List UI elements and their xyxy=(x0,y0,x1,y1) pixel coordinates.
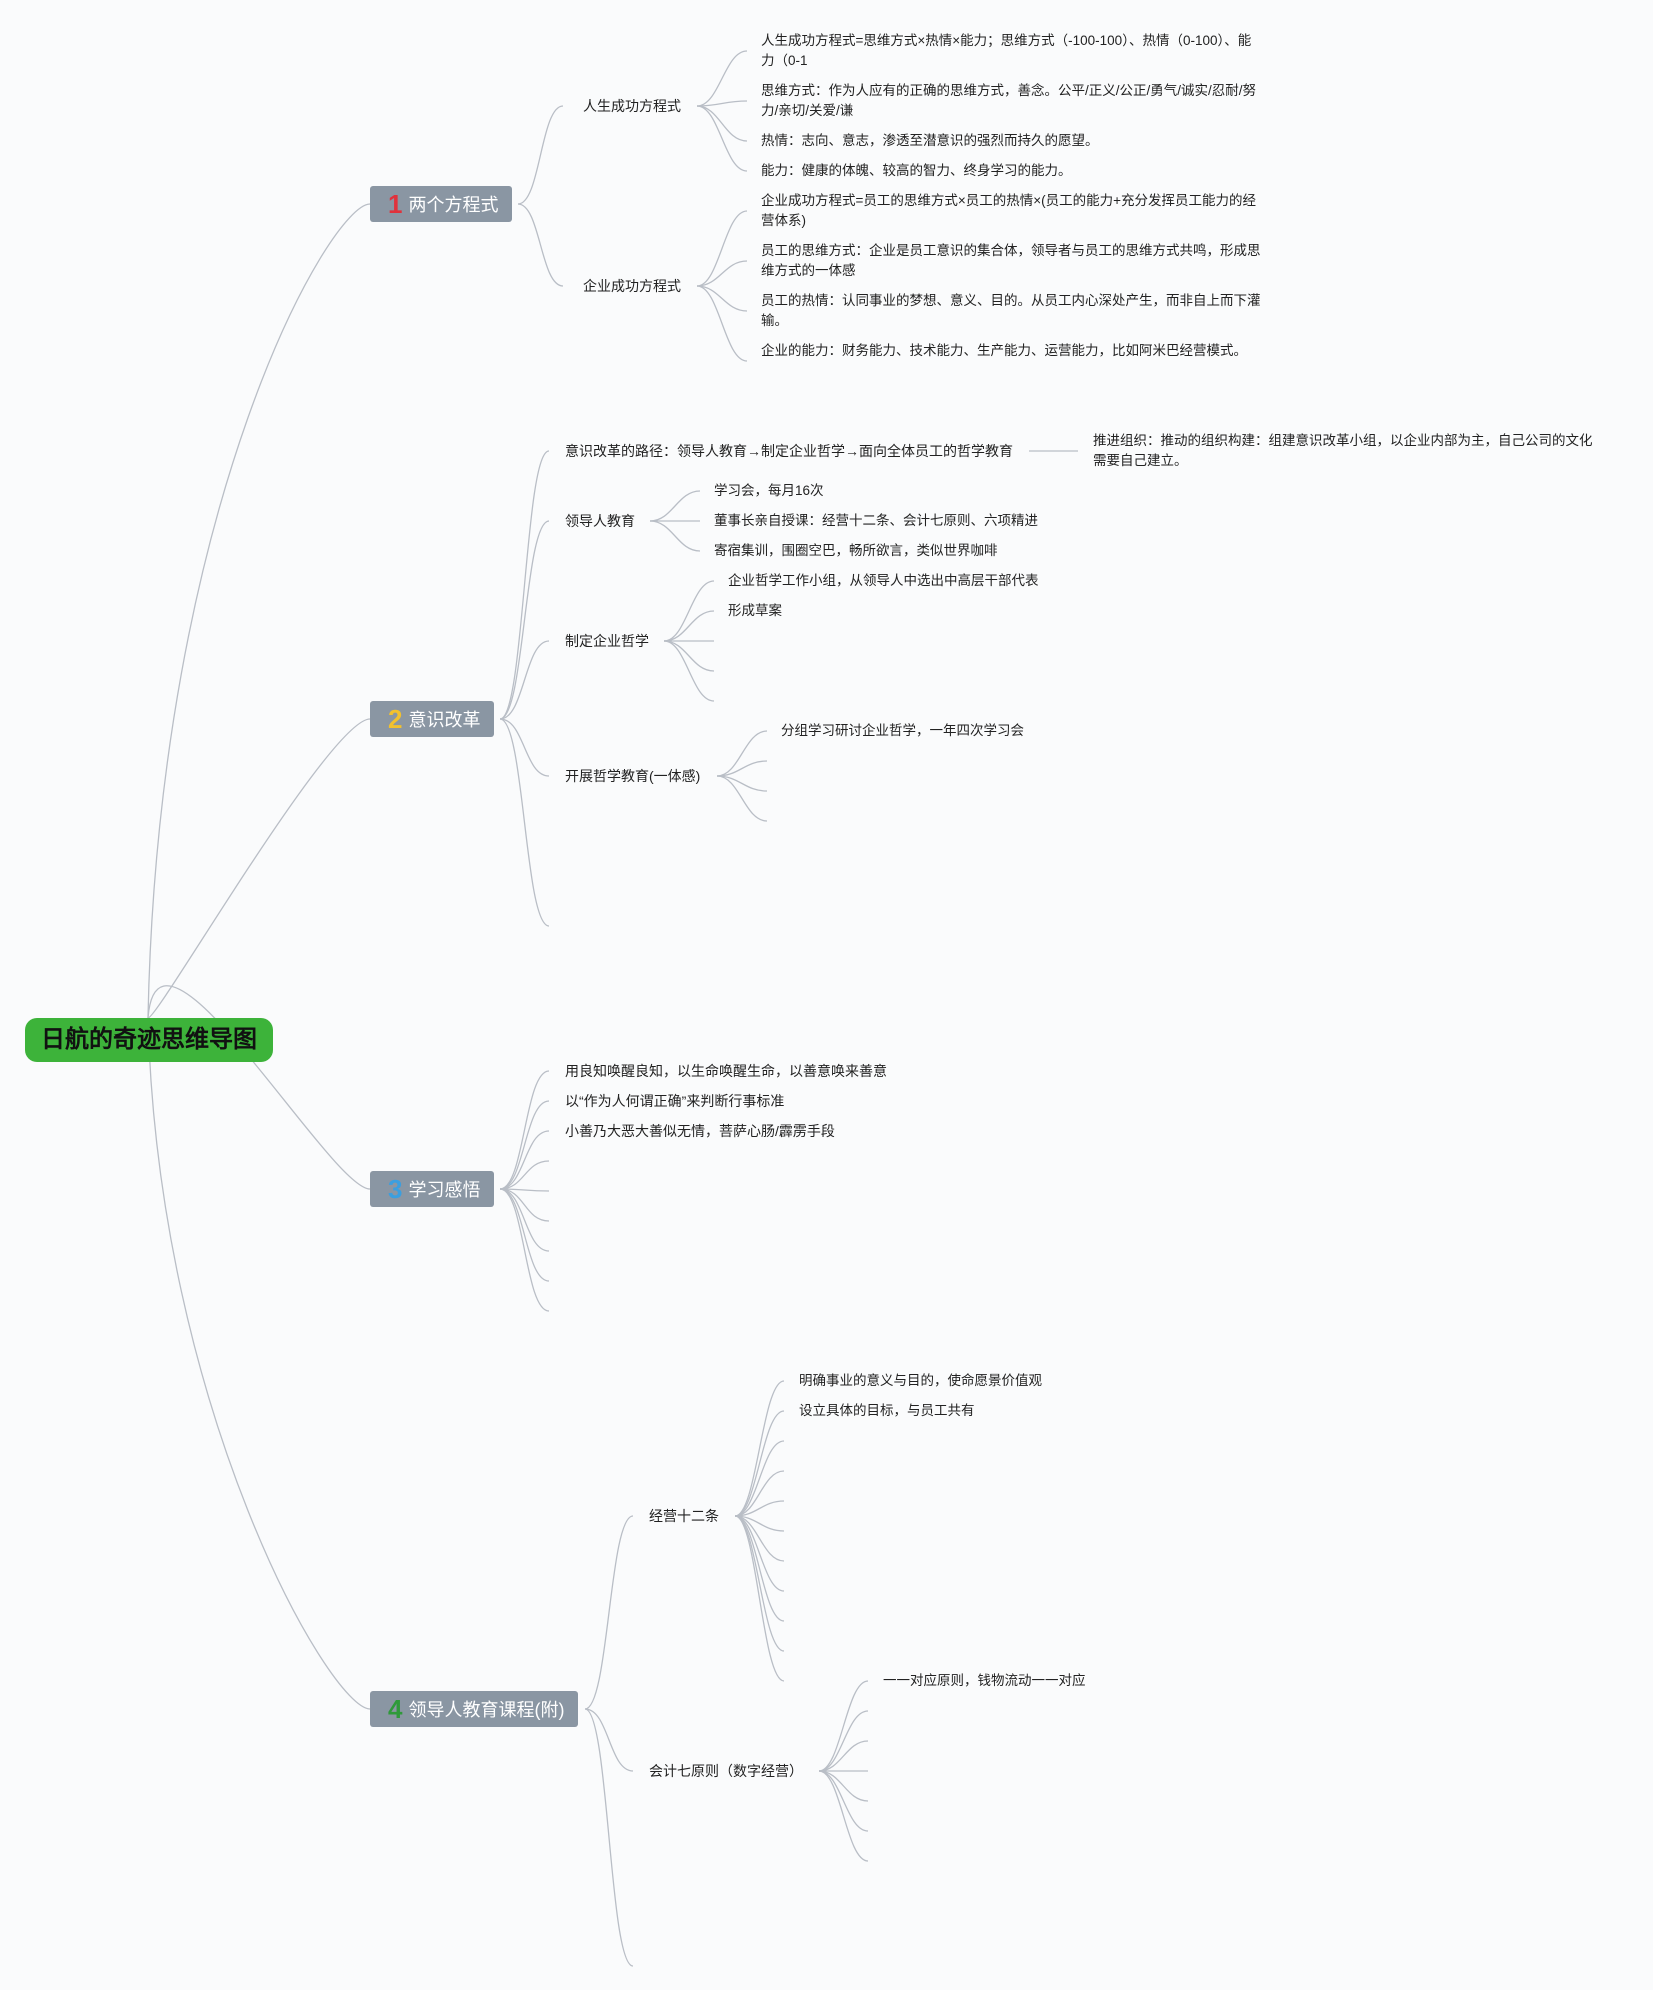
leaf-node[interactable]: 企业的能力：财务能力、技术能力、生产能力、运营能力，比如阿米巴经营模式。 xyxy=(761,343,1247,358)
connector-line xyxy=(663,640,715,672)
branch-number: 1 xyxy=(388,189,403,219)
topic-node[interactable]: 制定企业哲学 xyxy=(565,633,649,649)
branch-number: 4 xyxy=(388,1694,403,1724)
leaf-node[interactable]: 人生成功方程式=思维方式×热情×能力；思维方式（-100-100）、热情（0-1… xyxy=(761,33,1252,68)
leaf-node[interactable]: 推进组织：推动的组织构建：组建意识改革小组，以企业内部为主，自己公司的文化需要自… xyxy=(1093,433,1593,468)
connector-line xyxy=(499,1130,550,1190)
topic-node[interactable]: 用良知唤醒良知，以生命唤醒生命，以善意唤来善意 xyxy=(565,1063,887,1079)
topic-node[interactable]: 人生成功方程式 xyxy=(583,98,681,114)
connector-line xyxy=(716,730,768,777)
connector-line xyxy=(147,203,371,1019)
connector-line xyxy=(696,260,748,287)
leaf-node[interactable]: 分组学习研讨企业哲学，一年四次学习会 xyxy=(781,723,1024,738)
topic-node[interactable]: 小善乃大恶大善似无情，菩萨心肠/霹雳手段 xyxy=(565,1123,835,1139)
connector-line xyxy=(734,1470,785,1517)
topic-node[interactable]: 领导人教育 xyxy=(565,513,635,529)
topic-node[interactable]: 开展哲学教育(一体感) xyxy=(565,768,701,784)
connector-line xyxy=(499,1160,550,1190)
connector-line xyxy=(818,1710,869,1772)
leaf-node[interactable]: 企业成功方程式=员工的思维方式×员工的热情×(员工的能力+充分发挥员工能力的经营… xyxy=(761,193,1257,228)
branch-number: 3 xyxy=(388,1174,403,1204)
leaf-node[interactable]: 一一对应原则，钱物流动一一对应 xyxy=(883,1673,1086,1688)
connector-line xyxy=(584,1708,634,1772)
connector-line xyxy=(584,1515,634,1710)
connector-line xyxy=(696,105,748,172)
connector-line xyxy=(818,1680,869,1772)
connector-line xyxy=(696,50,748,107)
branch-label: 领导人教育课程(附) xyxy=(408,1700,565,1720)
branch-label: 学习感悟 xyxy=(408,1180,481,1200)
connector-line xyxy=(696,285,748,362)
connector-line xyxy=(499,718,550,777)
leaf-node[interactable]: 思维方式：作为人应有的正确的思维方式，善念。公平/正义/公正/勇气/诚实/忍耐/… xyxy=(761,83,1257,118)
root-node[interactable]: 日航的奇迹思维导图 xyxy=(25,1018,273,1062)
branch-label: 两个方程式 xyxy=(408,195,499,215)
connector-line xyxy=(649,520,701,552)
connector-line xyxy=(734,1440,785,1517)
topic-node[interactable]: 企业成功方程式 xyxy=(583,278,681,294)
connector-line xyxy=(499,640,550,720)
connector-line xyxy=(499,1188,550,1282)
connector-line xyxy=(663,640,715,702)
leaf-node[interactable]: 企业哲学工作小组，从领导人中选出中高层干部代表 xyxy=(728,573,1039,588)
connector-line xyxy=(734,1380,785,1517)
connector-line xyxy=(734,1515,785,1652)
connector-line xyxy=(649,490,701,522)
branch-label: 意识改革 xyxy=(408,710,481,730)
connector-line xyxy=(734,1410,785,1517)
connector-line xyxy=(818,1770,869,1862)
connector-line xyxy=(818,1740,869,1772)
leaf-node[interactable]: 员工的热情：认同事业的梦想、意义、目的。从员工内心深处产生，而非自上而下灌输。 xyxy=(761,293,1261,328)
leaf-node[interactable]: 学习会，每月16次 xyxy=(714,483,824,498)
leaf-node[interactable]: 形成草案 xyxy=(728,603,782,618)
connector-line xyxy=(734,1515,785,1592)
connector-line xyxy=(517,105,564,205)
connector-line xyxy=(663,610,715,642)
connector-line xyxy=(147,718,371,1019)
leaf-node[interactable]: 员工的思维方式：企业是员工意识的集合体，领导者与员工的思维方式共鸣，形成思维方式… xyxy=(761,243,1261,278)
connector-line xyxy=(818,1770,869,1832)
connector-line xyxy=(499,520,550,720)
connector-line xyxy=(716,775,768,822)
connector-line xyxy=(696,210,748,287)
connector-line xyxy=(499,1100,550,1190)
leaf-node[interactable]: 寄宿集训，围圈空巴，畅所欲言，类似世界咖啡 xyxy=(714,543,998,558)
topic-node[interactable]: 意识改革的路径：领导人教育→制定企业哲学→面向全体员工的哲学教育 xyxy=(565,443,1013,459)
branch-number: 2 xyxy=(388,704,403,734)
connector-line xyxy=(734,1515,785,1562)
connector-line xyxy=(584,1708,634,1967)
connector-line xyxy=(499,1070,550,1190)
connector-line xyxy=(734,1500,785,1517)
topic-node[interactable]: 以“作为人何谓正确”来判断行事标准 xyxy=(565,1093,785,1109)
connector-line xyxy=(696,105,748,142)
connector-line xyxy=(696,285,748,312)
topic-node[interactable]: 经营十二条 xyxy=(649,1508,719,1524)
connector-line xyxy=(147,1017,371,1710)
connector-line xyxy=(716,760,768,777)
leaf-node[interactable]: 能力：健康的体魄、较高的智力、终身学习的能力。 xyxy=(761,163,1072,178)
connector-line xyxy=(147,985,371,1190)
leaf-node[interactable]: 明确事业的意义与目的，使命愿景价值观 xyxy=(799,1373,1042,1388)
leaf-node[interactable]: 设立具体的目标，与员工共有 xyxy=(799,1403,975,1418)
connector-line xyxy=(734,1515,785,1682)
leaf-node[interactable]: 热情：志向、意志，渗透至潜意识的强烈而持久的愿望。 xyxy=(761,133,1099,148)
connector-line xyxy=(499,718,550,927)
connector-line xyxy=(499,450,550,720)
connector-line xyxy=(663,580,715,642)
leaf-node[interactable]: 董事长亲自授课：经营十二条、会计七原则、六项精进 xyxy=(714,513,1038,528)
connector-line xyxy=(517,203,564,287)
topic-node[interactable]: 会计七原则（数字经营） xyxy=(649,1763,803,1779)
connector-line xyxy=(696,100,748,107)
connector-line xyxy=(499,1188,550,1312)
connector-line xyxy=(734,1515,785,1622)
